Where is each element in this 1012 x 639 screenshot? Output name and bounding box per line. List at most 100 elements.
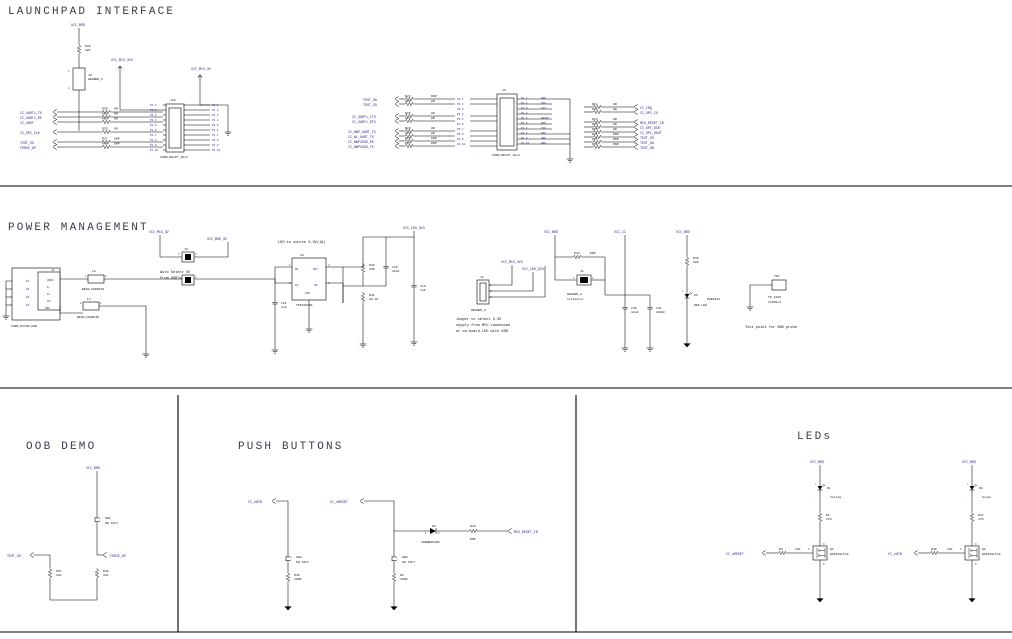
ref-r40: R40: [369, 263, 375, 267]
pin-d1-k: -: [815, 495, 817, 498]
value-c21: 1uF: [281, 305, 287, 309]
pin-p3-2: P3.2: [457, 103, 464, 106]
ref-r28: R28: [405, 126, 411, 130]
header-j8: [72, 67, 86, 91]
ref-j3: J3: [184, 247, 188, 251]
ref-r21: R21: [405, 141, 411, 145]
part-l7: BEAD_FERRITE: [77, 315, 99, 319]
pinname-p2-6: P2.6: [521, 122, 528, 125]
pin-g4: G4: [26, 304, 30, 307]
net-cc-uart1-rx: CC_UART1_RX: [20, 116, 42, 120]
ref-l8: L8: [92, 269, 96, 273]
value-r41: 20.1K: [369, 297, 378, 301]
ref-r46: R46: [103, 569, 109, 573]
pin-p3-7: P3.7: [457, 128, 464, 131]
section-title-leds: LEDs: [797, 431, 832, 443]
pin-p2-7: P2.7: [212, 134, 219, 137]
ref-r30: R30: [102, 107, 108, 111]
part-d2: CDBQR0520A: [421, 540, 440, 544]
pin-p2-10: P2.10: [212, 149, 220, 152]
value-r40: 33K: [369, 267, 375, 271]
ref-l7: L7: [87, 297, 91, 301]
ref-r11: R11: [592, 102, 598, 106]
part-j2: HEADER_3: [471, 308, 486, 312]
ref-d1: D1: [827, 486, 831, 490]
pinname-p2-1: P2.1: [521, 97, 528, 100]
pin-d2-1: 1: [425, 532, 427, 535]
testpoint-tp1: [771, 279, 787, 291]
pin-vbus: VBUS: [47, 279, 54, 282]
pinname-p2-2: P2.2: [521, 102, 528, 105]
net-cc-nrst: CC_nRST: [20, 121, 34, 125]
pin-q2-1: 1: [960, 548, 962, 551]
pinname-p2-5: P2.5: [521, 117, 528, 120]
pinname-p2-7: P2.7: [521, 127, 528, 130]
part-q1: BSS138LT1G: [830, 552, 849, 556]
ref-r36: R36: [85, 44, 91, 48]
pin-gnd: GND: [45, 307, 50, 310]
launchpad-right-nets: R11 0R CC_IRQ R12 0R CC_SPI_CS R13 0R MC…: [584, 102, 664, 150]
ref-r29: R29: [405, 131, 411, 135]
j9-left-pin-wires: [470, 98, 497, 147]
ref-d6: D6: [979, 486, 983, 490]
pinval-gnd3: GND: [541, 137, 546, 140]
pinval-txd: TXD: [541, 127, 546, 130]
j10-left-pin-labels: P1.1 P1.2 P1.3 P1.4 P1.5 P1.6 P1.7 P1.8 …: [150, 104, 158, 152]
value-r44: DNP: [470, 537, 476, 541]
note-auto-select-1: Auto Select 3V: [160, 270, 191, 275]
pin-g1: G1: [26, 280, 30, 283]
value-r33: 0R: [114, 127, 118, 131]
value-r30: 0R: [114, 107, 118, 111]
net-cc-nreset-pb: CC_nRESET: [330, 500, 348, 504]
net-test-so-m: TEST_SO: [363, 103, 377, 107]
value-r28: 0R: [431, 126, 435, 130]
ref-r18: R18: [592, 142, 598, 146]
usb-pin-labels: VBUS D- D+ ID GND G1 G2 G3 G4: [26, 279, 54, 310]
ref-r44: R44: [470, 524, 476, 528]
pinval-gnd4: GND: [541, 142, 546, 145]
pin-l8-2: 2: [105, 275, 107, 278]
part-j10: CONN_RECPT_10x2: [160, 155, 188, 159]
ref-r41: R41: [369, 293, 375, 297]
ref-r15: R15: [592, 127, 598, 131]
value-r36: 10k: [85, 48, 91, 52]
pin-d5-k: -: [682, 302, 684, 305]
net-label-vcc-mcu-3v: VCC_MCU_3V: [191, 67, 211, 71]
net-cc-irq: CC_IRQ: [640, 106, 652, 110]
launchpad-left-nets: CC_UART1_TX R30 0R CC_UART1_RX R31 0R CC…: [20, 107, 163, 150]
ref-c20: C20: [392, 265, 398, 269]
part-u4: TPS7A8001: [296, 303, 313, 307]
launchpad-mid-nets: TEST_SA R24 DNP TEST_SO R25 0R CC_UART1_…: [348, 94, 455, 149]
pin-p2-9: P2.9: [212, 144, 219, 147]
ref-r24: R24: [405, 94, 411, 98]
value-r17: DNP: [613, 137, 619, 141]
ref-c30: C30: [631, 306, 637, 310]
net-cc-nwp2gsd-rx: CC_NWP2GSD_RX: [348, 140, 374, 144]
net-cc-spi-din: CC_SPI_DIN: [640, 126, 660, 130]
ref-d2: D2: [432, 524, 436, 528]
pin-id: ID: [47, 300, 51, 303]
part-q2: BSS138LT1G: [982, 552, 1001, 556]
part-d5: PGB1013: [707, 297, 720, 301]
ref-r33: R33: [102, 127, 108, 131]
pin-p3-3: P3.3: [457, 108, 464, 111]
part-j9: CONN_RECPT_10x2: [492, 153, 520, 157]
ref-c19: C19: [420, 284, 426, 288]
pin-p1-2: P1.2: [150, 109, 157, 112]
ref-r25: R25: [405, 99, 411, 103]
value-r35: DNP: [114, 142, 120, 146]
pin-p1-1: P1.1: [150, 104, 157, 107]
color-d6: Green: [982, 495, 991, 499]
part-tp1: TP_1206: [768, 295, 781, 299]
value-r1: 270: [826, 517, 832, 521]
pinname-p2-9: P2.9: [521, 137, 528, 140]
ref-r35: R35: [102, 142, 108, 146]
pin-p3-5: P3.5: [457, 118, 464, 121]
ref-r3: R3: [779, 547, 783, 551]
pin-j3-1: 1: [178, 253, 180, 256]
pin-l7-1: 1: [100, 302, 102, 305]
value-r45: 100R: [294, 577, 302, 581]
ref-r16: R16: [592, 132, 598, 136]
value-r21: DNP: [431, 141, 437, 145]
